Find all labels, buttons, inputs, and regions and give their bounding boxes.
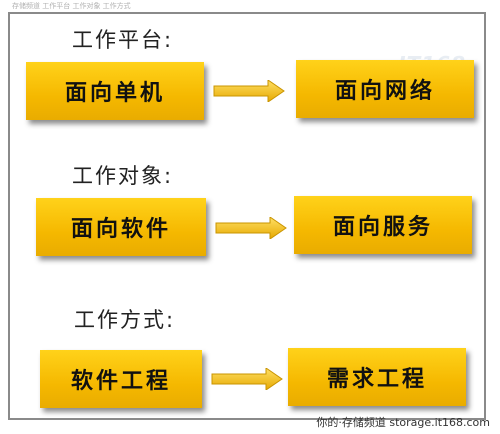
box-from-platform: 面向单机 <box>26 62 204 120</box>
box-from-method: 软件工程 <box>40 350 202 408</box>
box-to-method: 需求工程 <box>288 348 466 406</box>
arrow-right-icon <box>211 368 283 390</box>
row-label-platform: 工作平台: <box>72 28 174 52</box>
row-label-method: 工作方式: <box>74 308 176 332</box>
row-label-object: 工作对象: <box>72 164 174 188</box>
box-to-object: 面向服务 <box>294 196 472 254</box>
box-from-object: 面向软件 <box>36 198 206 256</box>
header-caption: 存储频道 工作平台 工作对象 工作方式 <box>12 2 131 10</box>
arrow-right-icon <box>213 80 285 102</box>
footer-credit: 你的·存储频道 storage.it168.com <box>316 416 490 429</box>
box-to-platform: 面向网络 <box>296 60 474 118</box>
arrow-right-icon <box>215 217 287 239</box>
